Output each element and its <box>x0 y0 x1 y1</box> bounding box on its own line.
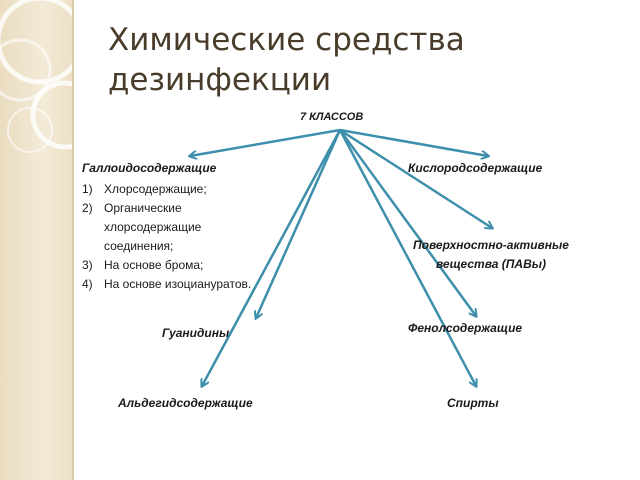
arrow-to-halogen <box>190 128 341 156</box>
class-oxygen-label: Кислородсодержащие <box>408 161 543 175</box>
arrow-to-aldehyde <box>202 129 342 386</box>
root-label: 7 КЛАССОВ <box>300 111 364 123</box>
list-item: 4) На основе изоциануратов. <box>82 277 252 291</box>
decorative-sidebar <box>0 0 74 480</box>
arrow-to-alcohol <box>338 129 476 386</box>
class-surfactant-label: Поверхностно-активные вещества (ПАВы) <box>396 236 586 274</box>
class-halogen-label: Галлоидосодержащие <box>82 161 217 175</box>
list-item: 3) На основе брома; <box>82 258 204 272</box>
class-aldehyde-label: Альдегидсодержащие <box>118 396 253 410</box>
arrow-to-surfactant <box>339 128 492 228</box>
list-item: 1) Хлорсодержащие; <box>82 182 207 196</box>
class-alcohol-label: Спирты <box>447 396 499 410</box>
list-item: соединения; <box>104 239 174 253</box>
decorative-circles <box>0 0 72 153</box>
slide-title-line2: дезинфекции <box>108 62 332 98</box>
list-item: хлорсодержащие <box>104 220 202 234</box>
list-item: 2) Органические <box>82 201 182 215</box>
class-surfactant-line2: вещества (ПАВы) <box>435 257 546 271</box>
arrow-to-oxygen <box>339 128 488 156</box>
class-phenol-label: Фенолсодержащие <box>408 321 523 335</box>
class-guanidine-label: Гуанидины <box>162 326 230 340</box>
halogen-subitems-list: 1) Хлорсодержащие; 2) Органические хлорс… <box>82 180 251 294</box>
arrow-to-guanidine <box>256 129 342 318</box>
slide-title-line1: Химические средства <box>108 22 465 58</box>
slide-title: Химические средства дезинфекции <box>108 20 528 100</box>
arrow-to-phenol <box>338 129 476 316</box>
class-surfactant-line1: Поверхностно-активные <box>413 238 569 252</box>
